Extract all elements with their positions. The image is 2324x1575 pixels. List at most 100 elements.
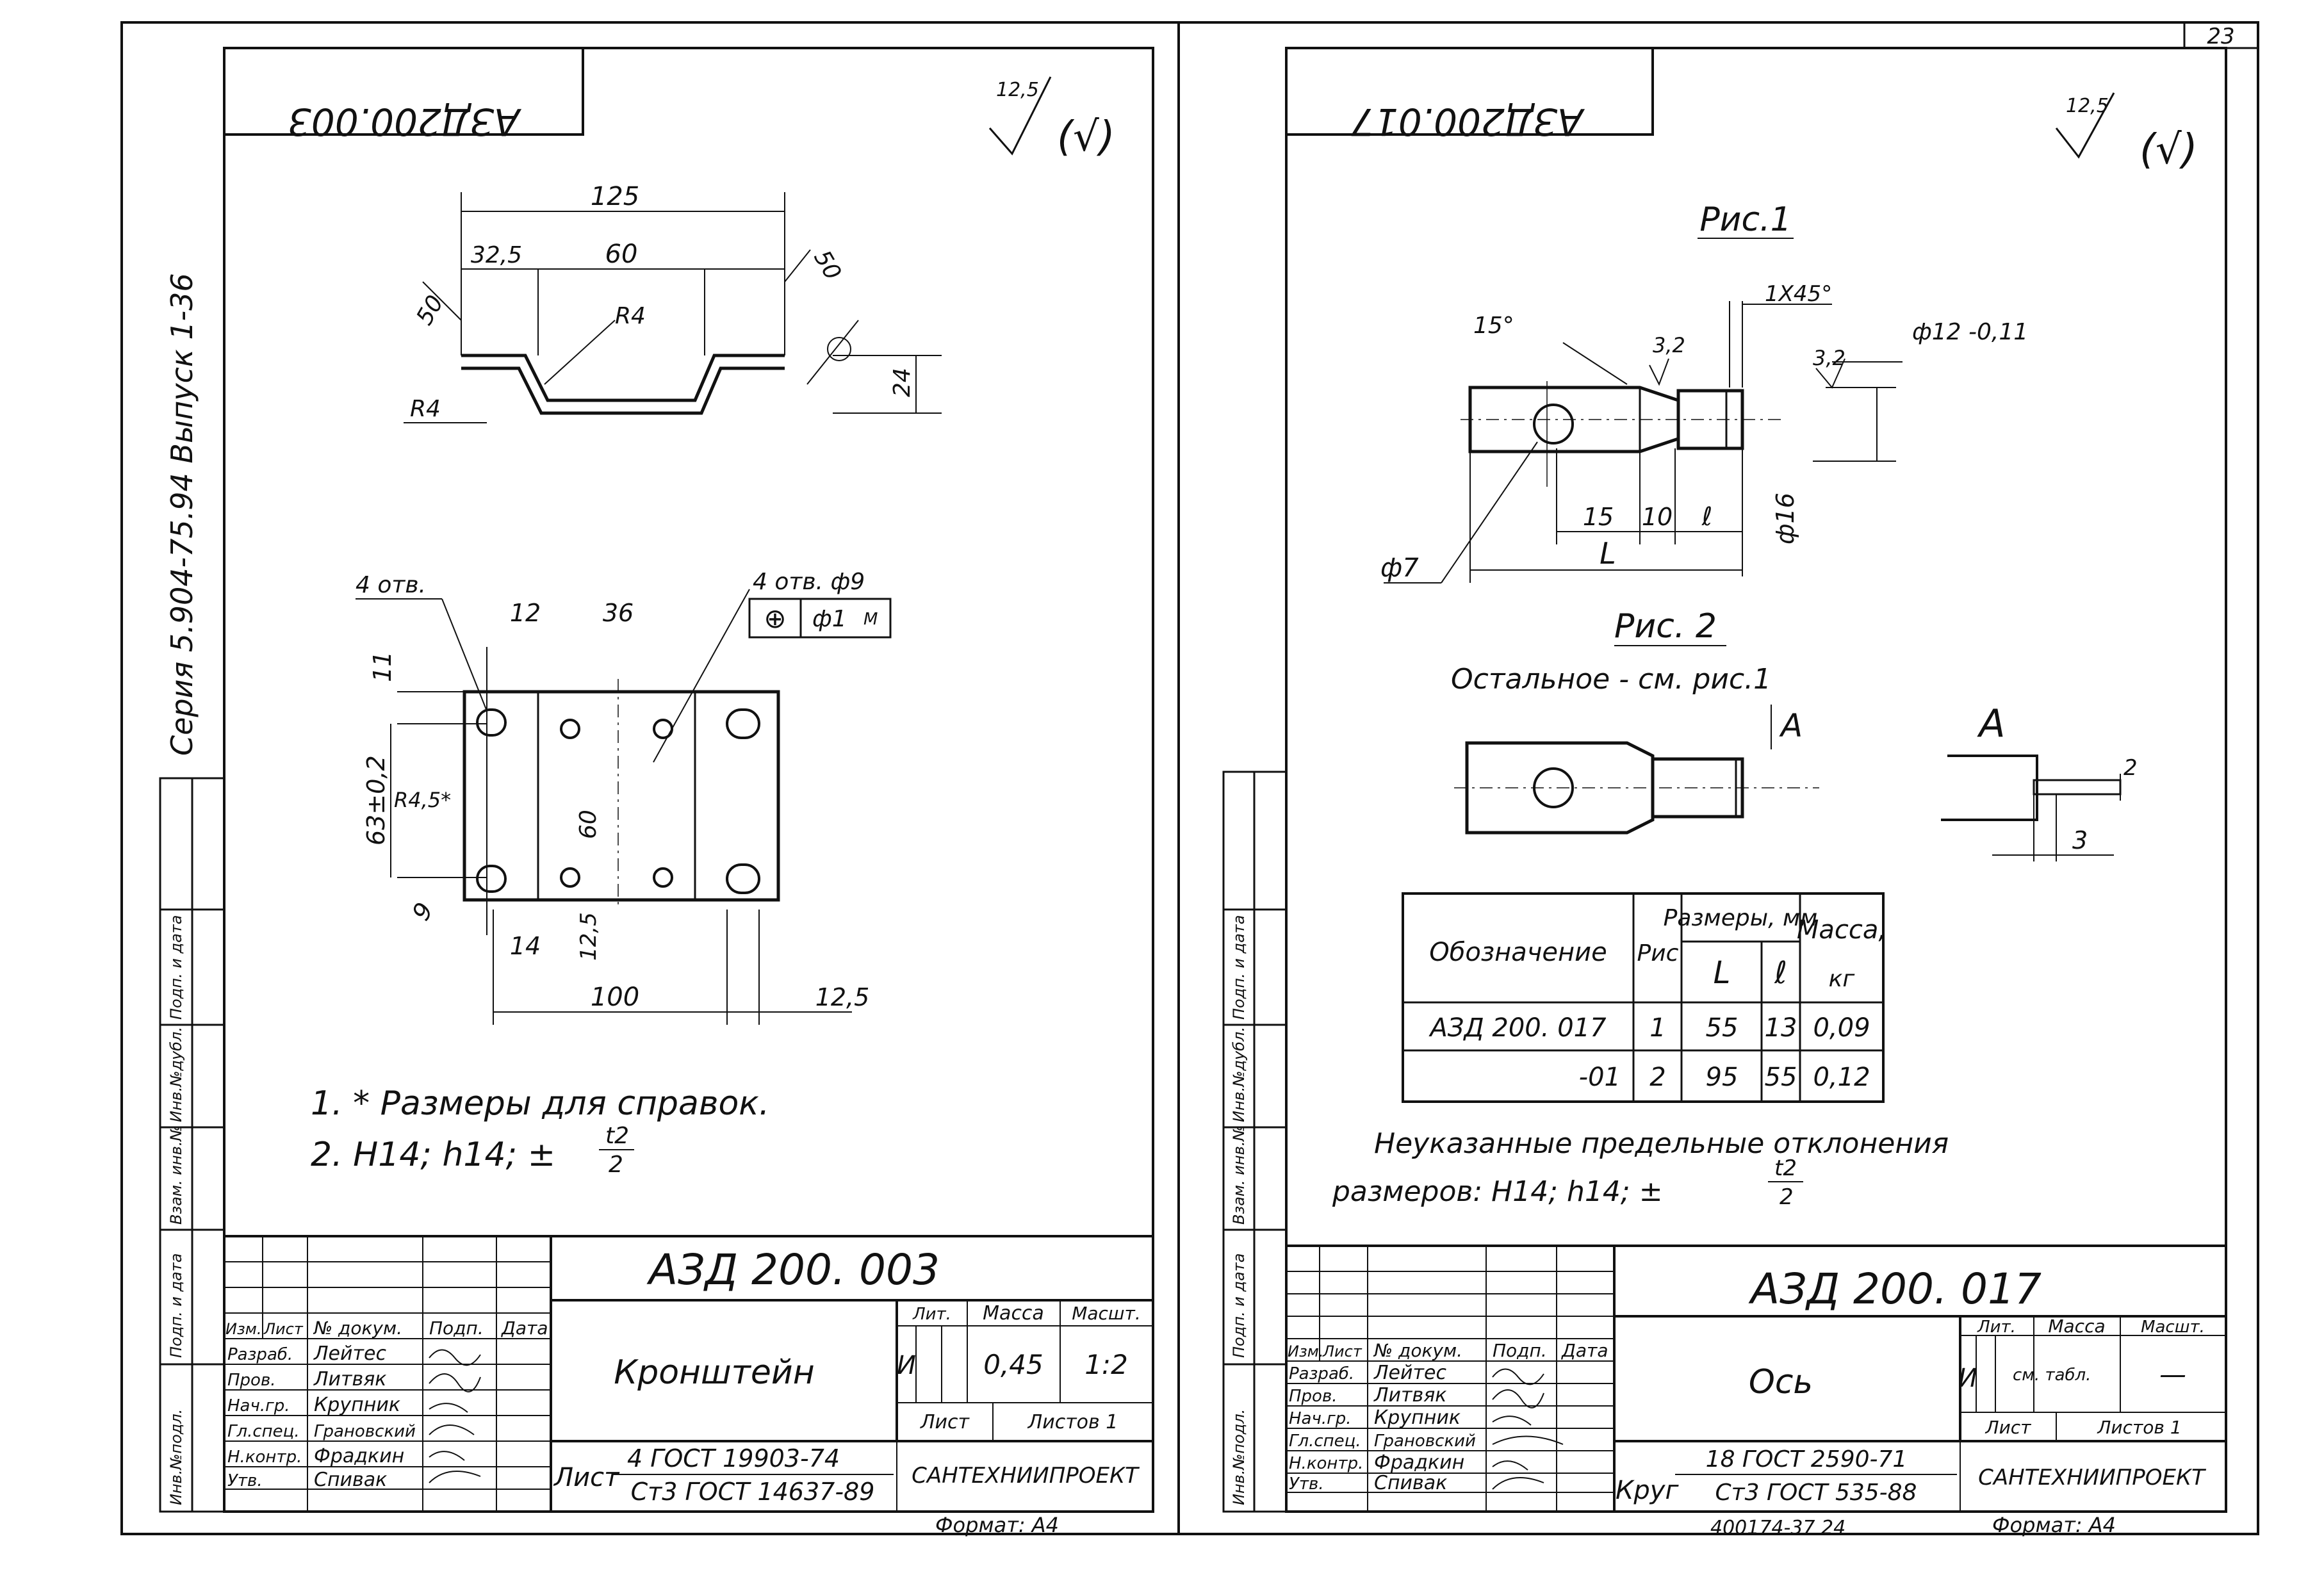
- variants-table: Обозначение Рис Размеры, мм L ℓ Масса, к…: [1402, 892, 1886, 1103]
- th-sizes: Размеры, мм: [1664, 905, 1818, 931]
- cell: 13: [1765, 1013, 1797, 1043]
- tb-header: Лист: [1322, 1342, 1362, 1360]
- tb-role: Нач.гр.: [1289, 1409, 1352, 1428]
- cell: 1: [1649, 1013, 1665, 1043]
- left-drawing: АЗД200.003 12,5 (√) 125 32,5 60: [223, 47, 1154, 1537]
- left-roughness-other: (√): [1057, 113, 1115, 161]
- side-col-1: Инв.№подл.: [1230, 1409, 1248, 1505]
- right-format: Формат: А4: [1992, 1513, 2116, 1537]
- tb-name: Кронштейн: [614, 1353, 814, 1392]
- tb-header: Лист: [263, 1320, 304, 1338]
- tb-person: Фрадкин: [314, 1445, 404, 1467]
- th-mass-unit: кг: [1829, 966, 1856, 992]
- dim: 50: [808, 246, 846, 284]
- dim: 36: [603, 599, 634, 627]
- dim: 3,2: [1813, 346, 1845, 370]
- dim: ф7: [1380, 553, 1419, 583]
- fig2-title: Рис. 2: [1614, 607, 1717, 646]
- right-note-frac-bottom: 2: [1780, 1184, 1794, 1210]
- cell: 55: [1706, 1013, 1739, 1043]
- right-title-block: Изм. Лист № докум. Подп. Дата Разраб. Пр…: [1285, 1244, 2227, 1513]
- tb-scale-label: Масшт.: [2141, 1318, 2205, 1337]
- th-L: L: [1714, 955, 1731, 991]
- dim: 12,5: [815, 983, 870, 1011]
- outer-frame-right: [1177, 21, 2259, 1535]
- dim: 32,5: [471, 242, 522, 268]
- tb-header: Подп.: [1493, 1340, 1547, 1361]
- axle-fig2: А А 2 3: [1454, 701, 2138, 861]
- callout: 4 отв. ф9: [753, 569, 865, 595]
- tb-header: № докум.: [313, 1318, 402, 1339]
- tb-role: Гл.спец.: [227, 1422, 300, 1441]
- tb-role: Разраб.: [227, 1345, 293, 1364]
- tb-person: Грановский: [1374, 1432, 1476, 1451]
- side-col-3: Взам. инв.№: [167, 1125, 185, 1225]
- tb-material-bottom: Ст3 ГОСТ 14637-89: [631, 1478, 875, 1506]
- tol-value: ф1: [812, 606, 847, 632]
- tb-header: № докум.: [1373, 1340, 1462, 1361]
- left-roughness: 12,5: [996, 79, 1039, 101]
- dim: 60: [575, 810, 601, 839]
- dim: ф12 -0,11: [1912, 319, 2028, 345]
- tb-person: Крупник: [314, 1394, 400, 1416]
- cell: -01: [1579, 1063, 1621, 1092]
- tb-scale: 1:2: [1084, 1349, 1128, 1380]
- tb-role: Разраб.: [1289, 1364, 1354, 1383]
- side-col-2: Подп. и дата: [1230, 1253, 1248, 1359]
- side-col-1: Инв.№подл.: [167, 1409, 185, 1505]
- fig1-title: Рис.1: [1699, 200, 1791, 239]
- cell: 0,09: [1813, 1013, 1870, 1043]
- bracket-plan-view: 4 отв. 4 отв. ф9 ⊕ ф1 M 12 36 11 63±0,2 …: [356, 569, 892, 1025]
- dim: 100: [591, 983, 639, 1012]
- side-col-4: Инв.№дубл.: [1230, 1027, 1248, 1122]
- dim: 11: [368, 651, 397, 682]
- tb-lit-label: Лит.: [1977, 1318, 2016, 1337]
- tb-role: Утв.: [227, 1471, 263, 1490]
- right-roughness-other: (√): [2140, 126, 2198, 174]
- side-col-2: Подп. и дата: [167, 1253, 185, 1359]
- view-a-label: А: [1976, 701, 2005, 746]
- bracket-profile-view: 125 32,5 60 50 50 R4 R4 24: [404, 182, 942, 423]
- dim: 3,2: [1653, 333, 1685, 357]
- side-col-5: Подп. и дата: [167, 915, 185, 1020]
- tb-mass: 0,45: [983, 1349, 1043, 1380]
- dim: 2: [2124, 755, 2138, 781]
- cell: 95: [1706, 1063, 1739, 1092]
- side-col-4: Инв.№дубл.: [167, 1027, 185, 1122]
- tb-person: Крупник: [1374, 1407, 1461, 1429]
- dim: 15: [1583, 503, 1614, 531]
- tb-sheets: Листов 1: [2097, 1417, 2181, 1438]
- note-2-frac-top: t2: [605, 1123, 629, 1149]
- left-title-block: Изм. Лист № докум. Подп. Дата Разраб. Пр…: [223, 1235, 1154, 1513]
- dim: 9: [407, 898, 439, 926]
- tb-material-top: 18 ГОСТ 2590-71: [1706, 1446, 1908, 1473]
- tb-scale: —: [2159, 1359, 2186, 1390]
- right-note-2: размеров: Н14; h14; ±: [1332, 1175, 1663, 1208]
- tb-person: Спивак: [1374, 1472, 1447, 1494]
- th-designation: Обозначение: [1429, 938, 1607, 967]
- tb-designation: АЗД 200. 003: [646, 1245, 940, 1294]
- tol-modifier: M: [863, 610, 878, 629]
- view-a-arrow: А: [1779, 707, 1803, 744]
- note-1: 1. * Размеры для справок.: [311, 1084, 769, 1123]
- tb-name: Ось: [1749, 1363, 1813, 1401]
- dim: ф16: [1771, 493, 1799, 544]
- tb-role: Н.контр.: [227, 1448, 302, 1467]
- fig2-note: Остальное - см. рис.1: [1451, 663, 1771, 696]
- note-2: 2. Н14; h14; ±: [311, 1136, 555, 1174]
- tb-lit-label: Лит.: [912, 1305, 951, 1324]
- right-note-1: Неуказанные предельные отклонения: [1374, 1127, 1949, 1160]
- tb-material-top: 4 ГОСТ 19903-74: [627, 1444, 840, 1473]
- tb-mass: см. табл.: [2013, 1366, 2091, 1385]
- dim: R4: [410, 396, 441, 422]
- signatures: [1492, 1368, 1564, 1490]
- left-format: Формат: А4: [935, 1513, 1059, 1537]
- footer-code: 400174-37 24: [1710, 1517, 1845, 1539]
- side-stamp-right: Инв.№подл. Подп. и дата Взам. инв.№ Инв.…: [1222, 771, 1288, 1513]
- tb-lit: И: [1958, 1364, 1977, 1393]
- tb-role: Н.контр.: [1289, 1454, 1363, 1473]
- tb-sheet: Лист: [1985, 1417, 2032, 1438]
- side-col-3: Взам. инв.№: [1230, 1125, 1248, 1225]
- tol-symbol: ⊕: [764, 603, 786, 634]
- tb-header: Дата: [1560, 1340, 1608, 1361]
